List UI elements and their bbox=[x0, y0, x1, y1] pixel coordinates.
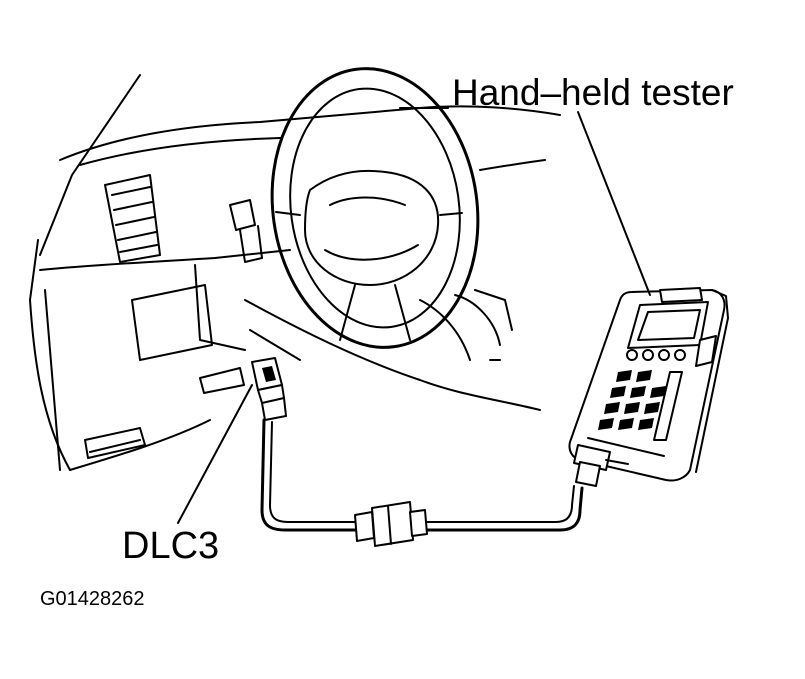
windshield-pillar bbox=[29, 74, 141, 301]
dlc3-connector bbox=[251, 357, 287, 421]
dlc3-leader-line bbox=[177, 384, 253, 524]
dlc3-label: DLC3 bbox=[122, 525, 220, 567]
steering-wheel bbox=[270, 67, 480, 349]
dashboard bbox=[29, 105, 561, 471]
leader-lines bbox=[177, 107, 651, 524]
test-cable bbox=[260, 418, 584, 532]
steering-column bbox=[419, 289, 513, 361]
tester-leader-line bbox=[577, 111, 651, 296]
cable-junction bbox=[354, 501, 428, 547]
air-vent bbox=[104, 174, 161, 263]
hand-held-tester-label: Hand–held tester bbox=[452, 72, 734, 113]
lower-panel bbox=[84, 367, 245, 459]
ignition-switch bbox=[229, 199, 263, 263]
figure-id-label: G01428262 bbox=[40, 588, 145, 610]
glove-box bbox=[131, 284, 213, 361]
hand-held-tester bbox=[568, 287, 729, 487]
